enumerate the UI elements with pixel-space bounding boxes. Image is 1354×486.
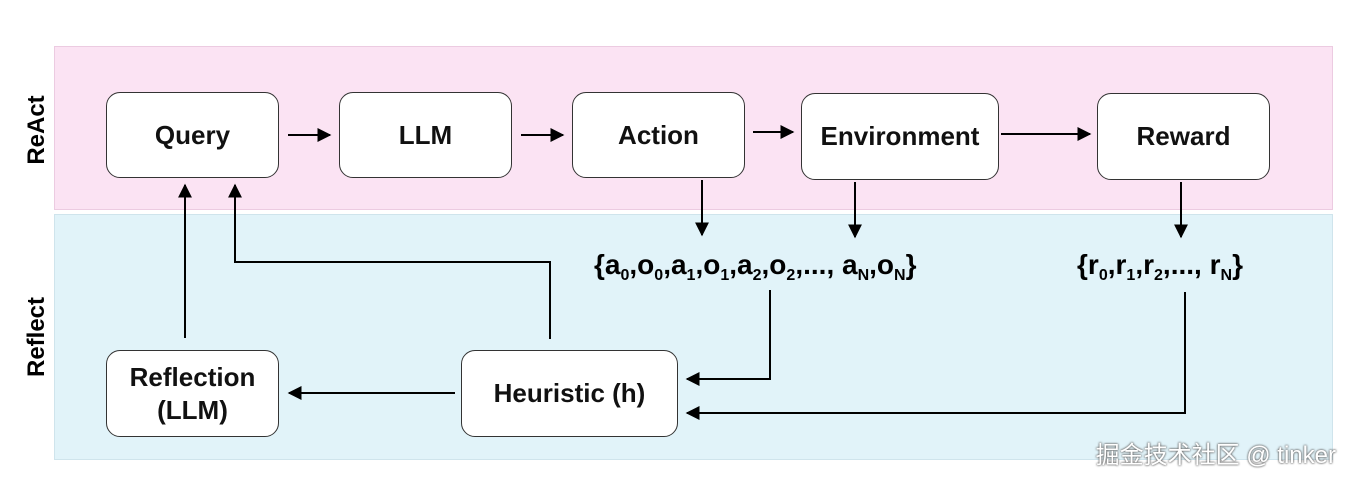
watermark: 掘金技术社区 @ tinker — [1095, 442, 1336, 469]
reward-item: r2 — [1143, 249, 1163, 284]
trajectory-item-symbol: a — [737, 249, 753, 280]
comma-separator: , — [663, 249, 671, 280]
comma-separator: , — [869, 249, 877, 280]
comma-separator: , — [795, 249, 804, 280]
trajectory-open-brace: { — [594, 249, 605, 280]
reward-node: Reward — [1097, 93, 1270, 180]
llm-label: LLM — [398, 119, 453, 150]
comma-separator: , — [629, 249, 638, 280]
reward-item: ... — [1171, 249, 1194, 280]
action-node: Action — [572, 92, 745, 178]
trajectory-item: o0 — [637, 249, 663, 284]
trajectory-item-subscript: N — [857, 267, 870, 284]
reflection-node: Reflection (LLM) — [106, 350, 279, 437]
comma-separator: , — [1107, 249, 1116, 280]
trajectory-item-symbol: o — [769, 249, 787, 280]
comma-separator: , — [729, 249, 738, 280]
react-label: ReAct — [23, 95, 50, 165]
reward-item-symbol: r — [1087, 249, 1099, 280]
query-node: Query — [106, 92, 279, 178]
trajectory-item-symbol: ... — [803, 249, 827, 280]
trajectory-item-symbol: o — [703, 249, 721, 280]
trajectory-item-subscript: N — [894, 267, 906, 284]
heuristic-label: Heuristic (h) — [493, 378, 646, 409]
llm-node: LLM — [339, 92, 512, 178]
trajectory-item: o1 — [703, 249, 729, 284]
trajectory-item-symbol: a — [834, 249, 858, 280]
trajectory-items: a0,o0,a1,o1,a2,o2,..., aN,oN — [604, 249, 906, 284]
trajectory-item: o2 — [769, 249, 795, 284]
trajectory-item-symbol: o — [637, 249, 655, 280]
comma-separator: , — [1135, 249, 1144, 280]
trajectory-item-subscript: 2 — [752, 267, 762, 284]
reflect-label: Reflect — [23, 296, 50, 378]
trajectory-close-brace: } — [905, 249, 917, 280]
heuristic-node: Heuristic (h) — [461, 350, 678, 437]
trajectory-item-subscript: 1 — [686, 267, 696, 284]
trajectory-item: ... — [803, 249, 826, 280]
reward-item-symbol: r — [1143, 249, 1154, 280]
trajectory-item: a2 — [737, 249, 761, 284]
trajectory-item: oN — [876, 249, 906, 284]
reward-item-subscript: N — [1220, 267, 1233, 284]
trajectory-item: aN — [834, 249, 869, 284]
trajectory-item-subscript: 0 — [654, 267, 664, 284]
reward-items: r0,r1,r2,..., rN — [1087, 249, 1232, 284]
reward-item-symbol: ... — [1170, 249, 1195, 280]
trajectory-item-symbol: a — [604, 249, 621, 280]
query-label: Query — [154, 119, 231, 150]
reward-sequence: {r0,r1,r2,..., rN} — [1077, 249, 1243, 285]
reward-item-symbol: r — [1201, 249, 1221, 280]
reward-item-subscript: 2 — [1154, 267, 1163, 284]
rewards-close-brace: } — [1232, 249, 1243, 280]
reward-item-symbol: r — [1115, 249, 1127, 280]
trajectory-item: a0 — [604, 249, 629, 284]
trajectory-item-subscript: 1 — [720, 267, 730, 284]
trajectory-item-subscript: 2 — [786, 267, 796, 284]
environment-label: Environment — [820, 121, 980, 152]
comma-separator: , — [1194, 249, 1202, 280]
comma-separator: , — [1162, 249, 1171, 280]
reward-item: r0 — [1087, 249, 1108, 284]
trajectory-item: a1 — [670, 249, 695, 284]
comma-separator: , — [826, 249, 835, 280]
reward-item-subscript: 0 — [1098, 267, 1108, 284]
trajectory-sequence: {a0,o0,a1,o1,a2,o2,..., aN,oN} — [594, 249, 917, 285]
trajectory-item-symbol: o — [876, 249, 895, 280]
reward-label: Reward — [1136, 121, 1231, 152]
reflection-label: Reflection (LLM) — [129, 362, 256, 425]
reward-item: r1 — [1115, 249, 1136, 284]
comma-separator: , — [695, 249, 704, 280]
environment-node: Environment — [801, 93, 999, 180]
rewards-open-brace: { — [1077, 249, 1088, 280]
reward-item-subscript: 1 — [1126, 267, 1136, 284]
action-label: Action — [618, 119, 699, 150]
trajectory-item-subscript: 0 — [620, 267, 630, 284]
reward-item: rN — [1201, 249, 1232, 284]
comma-separator: , — [761, 249, 770, 280]
trajectory-item-symbol: a — [670, 249, 687, 280]
